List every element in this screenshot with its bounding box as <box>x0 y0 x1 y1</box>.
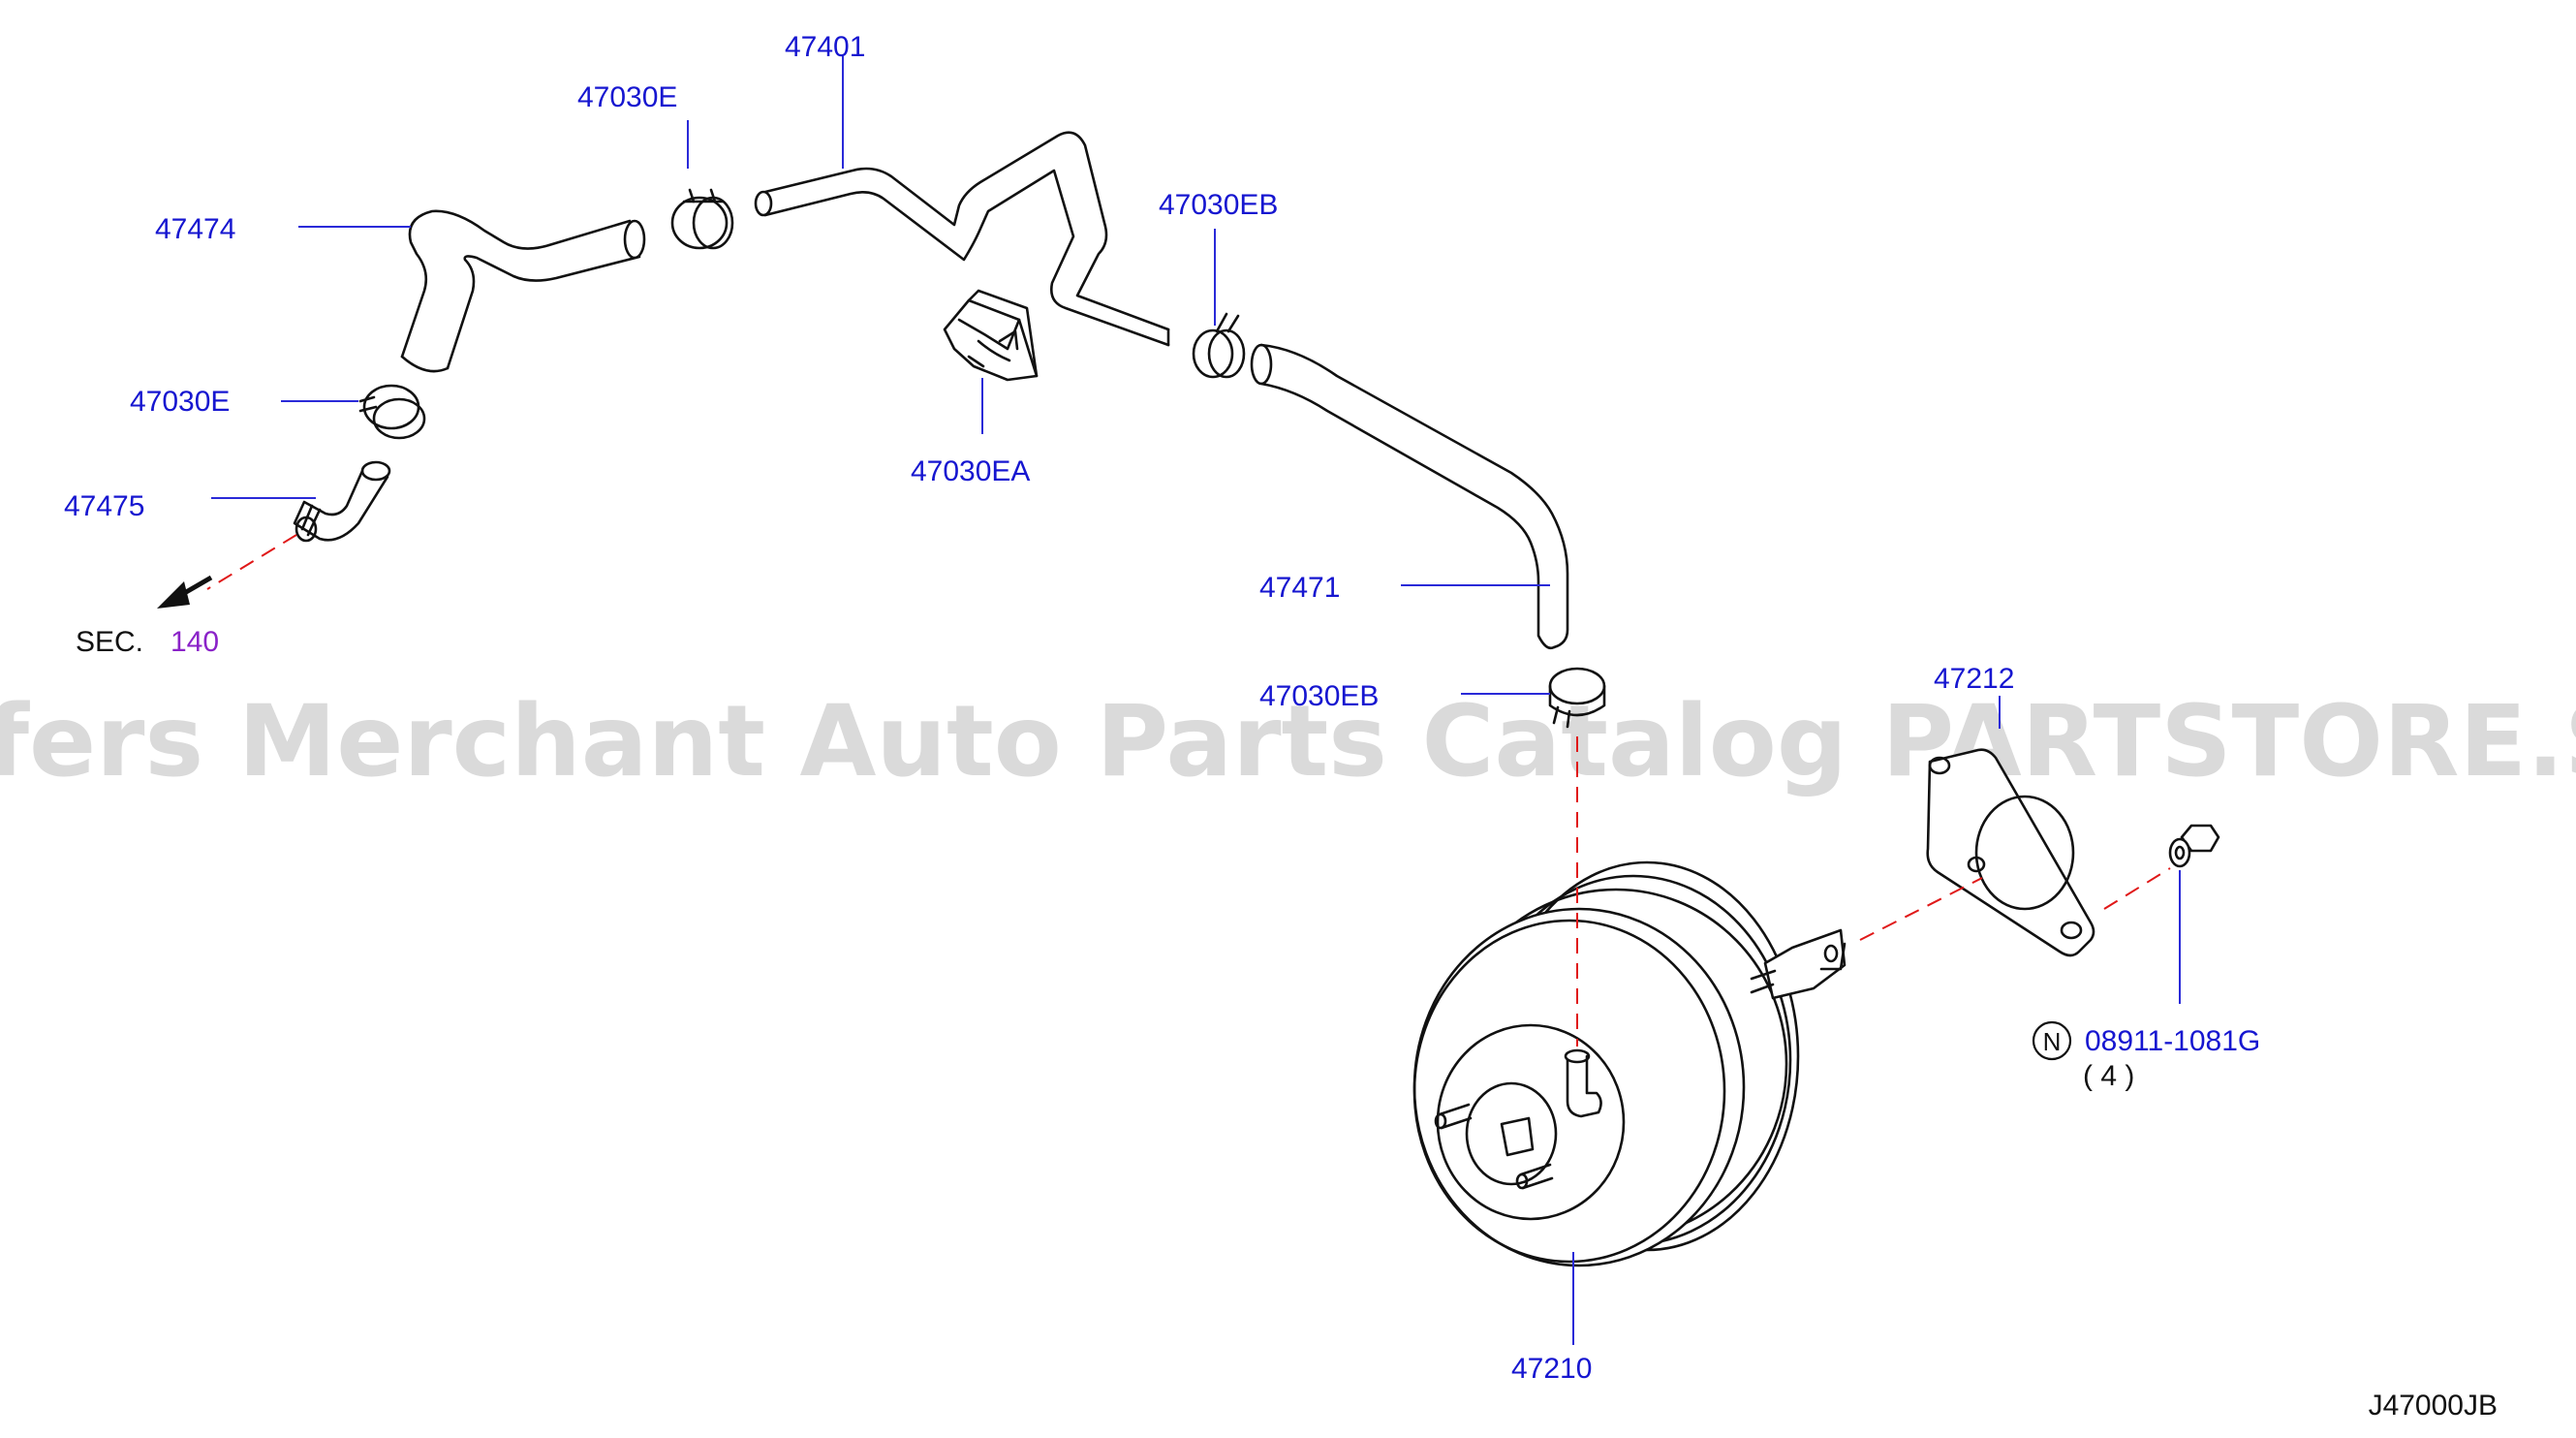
brake-booster-47210[interactable] <box>1412 860 1847 1267</box>
label-47030ea[interactable]: 47030EA <box>911 455 1030 487</box>
sec-number-link[interactable]: 140 <box>171 626 219 658</box>
clamp-47030e-top[interactable] <box>670 188 734 250</box>
label-47471[interactable]: 47471 <box>1259 572 1340 604</box>
label-47212[interactable]: 47212 <box>1934 663 2014 695</box>
label-47030eb-top[interactable]: 47030EB <box>1159 189 1278 221</box>
nut-symbol-letter: N <box>2043 1027 2062 1056</box>
sec-arrow-icon <box>157 575 213 609</box>
fitting-47475[interactable] <box>293 460 391 543</box>
label-08911-1081g[interactable]: 08911-1081G <box>2085 1025 2260 1057</box>
label-47475[interactable]: 47475 <box>64 490 144 522</box>
nut-symbol-icon: N <box>2032 1020 2072 1061</box>
reference-lines <box>206 534 2171 1047</box>
sec-label: SEC. <box>76 626 143 658</box>
nut-08911-1081g[interactable] <box>2168 824 2220 868</box>
clip-47030ea[interactable] <box>943 289 1039 382</box>
diagram-code: J47000JB <box>2369 1390 2498 1422</box>
label-47210[interactable]: 47210 <box>1511 1353 1592 1385</box>
label-47474[interactable]: 47474 <box>155 213 235 245</box>
label-47030e-left[interactable]: 47030E <box>130 386 230 418</box>
label-47030eb-bottom[interactable]: 47030EB <box>1259 680 1379 712</box>
gasket-47212[interactable] <box>1926 748 2095 957</box>
clamp-47030e-left[interactable] <box>358 384 426 440</box>
label-47401[interactable]: 47401 <box>785 31 865 63</box>
hose-47474[interactable] <box>400 209 646 373</box>
label-47030e-top[interactable]: 47030E <box>577 81 677 113</box>
hose-47471[interactable] <box>1250 343 1569 650</box>
watermark: Offers Merchant Auto Parts Catalog PARTS… <box>0 684 2576 799</box>
leader-lines <box>211 56 2181 1345</box>
label-quantity: ( 4 ) <box>2083 1060 2134 1092</box>
clamp-47030eb-bottom[interactable] <box>1548 667 1606 729</box>
clamp-47030eb-top[interactable] <box>1192 312 1246 379</box>
hose-47401[interactable] <box>754 131 1170 347</box>
